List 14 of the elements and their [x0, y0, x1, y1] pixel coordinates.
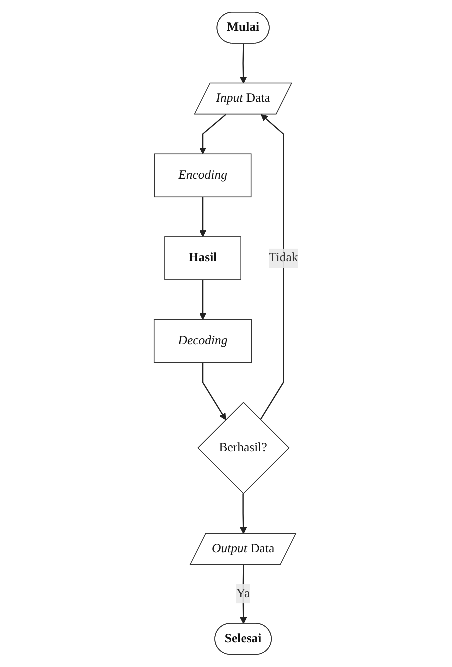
arrow — [240, 565, 247, 624]
edge-label: Tidak — [268, 251, 298, 265]
arrow — [199, 197, 206, 238]
node-box: Encoding — [154, 154, 252, 198]
node-diamond: Berhasil? — [197, 402, 290, 494]
arrow — [199, 114, 226, 154]
edge-label: Ya — [236, 586, 250, 600]
node-box: Hasil — [164, 236, 242, 280]
arrow — [240, 44, 247, 84]
arrow — [199, 280, 206, 320]
arrow — [202, 362, 226, 420]
arrow — [260, 114, 284, 420]
node-box: Decoding — [154, 319, 252, 364]
arrow — [240, 494, 247, 534]
